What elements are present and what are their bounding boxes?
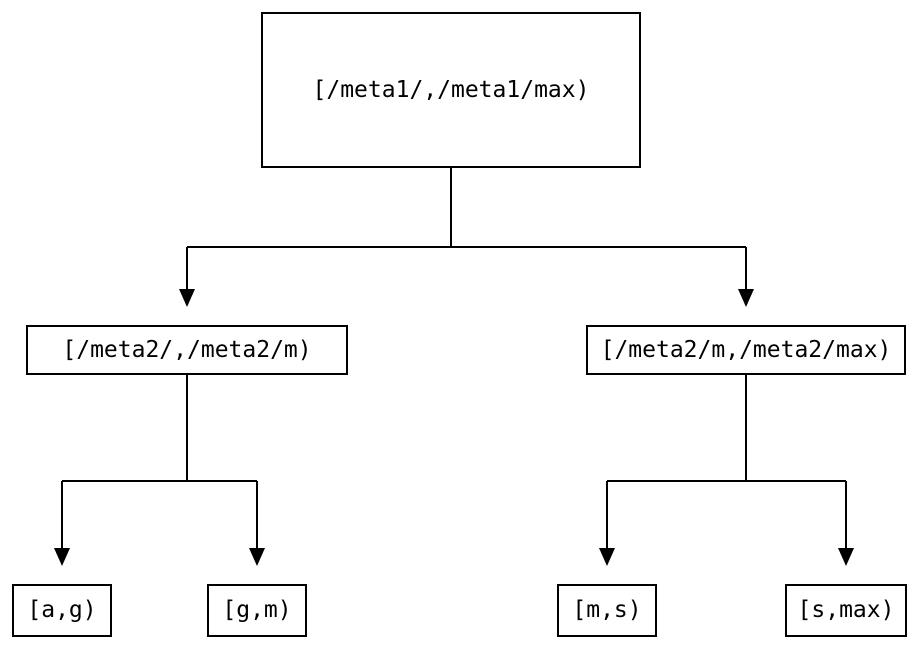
- node-root: [/meta1/,/meta1/max): [261, 12, 641, 168]
- arrowhead-leaf-gm: [249, 548, 265, 566]
- node-right-child: [/meta2/m,/meta2/max): [586, 325, 906, 375]
- arrowhead-right-child: [738, 289, 754, 307]
- node-leaf-smax: [s,max): [785, 584, 907, 637]
- arrowhead-leaf-ag: [54, 548, 70, 566]
- node-leaf-gm: [g,m): [207, 584, 307, 637]
- node-left-child: [/meta2/,/meta2/m): [26, 325, 348, 375]
- arrowhead-leaf-smax: [838, 548, 854, 566]
- node-leaf-ms: [m,s): [557, 584, 657, 637]
- node-leaf-ag: [a,g): [12, 584, 112, 637]
- arrowhead-left-child: [179, 289, 195, 307]
- arrowhead-leaf-ms: [599, 548, 615, 566]
